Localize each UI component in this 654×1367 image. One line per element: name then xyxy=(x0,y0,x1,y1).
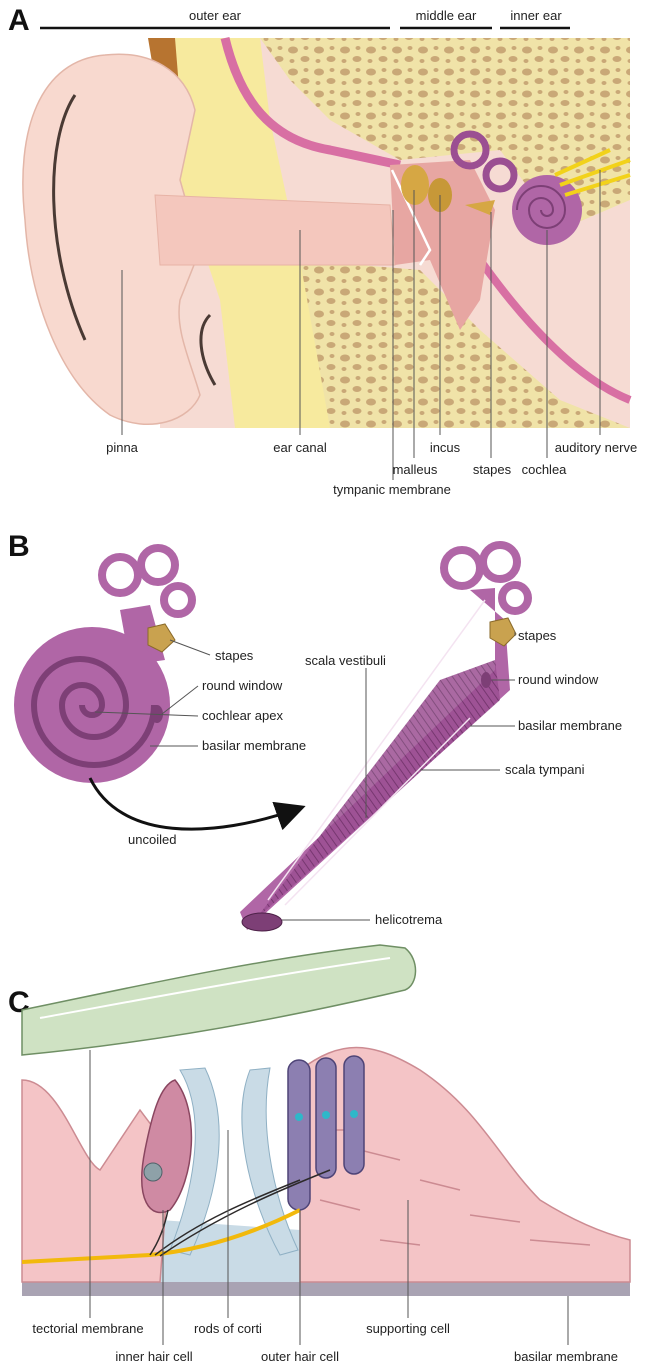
label-supporting-cell: supporting cell xyxy=(366,1321,450,1336)
label-basilar-right: basilar membrane xyxy=(518,718,622,733)
label-basilar-left: basilar membrane xyxy=(202,738,306,753)
leader-stapes-b-left xyxy=(170,640,210,655)
panel-b-letter: B xyxy=(8,530,30,563)
uncoiled-arrow xyxy=(90,778,300,829)
label-tectorial-membrane: tectorial membrane xyxy=(32,1321,143,1336)
label-tympanic-membrane: tympanic membrane xyxy=(333,482,451,497)
canal-b1 xyxy=(102,557,138,593)
canal-b5 xyxy=(483,545,517,579)
label-round-window-left: round window xyxy=(202,678,283,693)
middle-ear-header: middle ear xyxy=(416,8,477,23)
cochlea-coil xyxy=(14,627,170,783)
tectorial-membrane-shape xyxy=(22,945,416,1055)
label-stapes-b-left: stapes xyxy=(215,648,254,663)
ohc-nucleus-2 xyxy=(322,1111,330,1119)
label-auditory-nerve: auditory nerve xyxy=(555,440,637,455)
helicotrema-shape xyxy=(242,913,282,931)
label-round-window-right: round window xyxy=(518,672,599,687)
inner-hair-cell-nucleus xyxy=(144,1163,162,1181)
label-pinna: pinna xyxy=(106,440,139,455)
label-outer-hair-cell: outer hair cell xyxy=(261,1349,339,1364)
label-malleus: malleus xyxy=(393,462,438,477)
ear-canal-shape xyxy=(155,195,395,265)
uncoiled-tube xyxy=(240,588,510,930)
ohc-nucleus-3 xyxy=(350,1110,358,1118)
stapes-right xyxy=(490,618,516,646)
label-scala-vestibuli: scala vestibuli xyxy=(305,653,386,668)
label-scala-tympani: scala tympani xyxy=(505,762,585,777)
label-rods-of-corti: rods of corti xyxy=(194,1321,262,1336)
basilar-membrane-shape xyxy=(22,1282,630,1296)
flow-line-bottom xyxy=(285,718,470,905)
uncoiled-basilar-region xyxy=(255,660,500,920)
panel-b: B stapes round window cochlear apex basi… xyxy=(8,530,622,931)
label-helicotrema: helicotrema xyxy=(375,912,443,927)
canal-b3 xyxy=(164,586,192,614)
outer-ear-header: outer ear xyxy=(189,8,242,23)
panel-c: C tectorial membr xyxy=(8,945,630,1364)
panel-a-letter: A xyxy=(8,4,30,37)
panel-a: A outer ear middle ear inner ear xyxy=(8,4,637,497)
outer-hair-cell-1 xyxy=(288,1060,310,1210)
inner-ear-header: inner ear xyxy=(510,8,562,23)
canal-b6 xyxy=(502,585,528,611)
label-basilar-c: basilar membrane xyxy=(514,1349,618,1364)
label-inner-hair-cell: inner hair cell xyxy=(115,1349,192,1364)
malleus-shape xyxy=(401,165,429,205)
label-stapes-a: stapes xyxy=(473,462,512,477)
ohc-nucleus-1 xyxy=(295,1113,303,1121)
label-uncoiled: uncoiled xyxy=(128,832,176,847)
canal-b4 xyxy=(444,550,480,586)
label-ear-canal: ear canal xyxy=(273,440,327,455)
inner-hair-cell-shape xyxy=(142,1080,192,1213)
canal-b2 xyxy=(141,548,175,582)
label-stapes-b-right: stapes xyxy=(518,628,557,643)
label-cochlear-apex: cochlear apex xyxy=(202,708,283,723)
round-window-right xyxy=(481,672,491,688)
label-cochlea: cochlea xyxy=(522,462,568,477)
label-incus: incus xyxy=(430,440,461,455)
coiled-cochlea xyxy=(14,548,192,783)
